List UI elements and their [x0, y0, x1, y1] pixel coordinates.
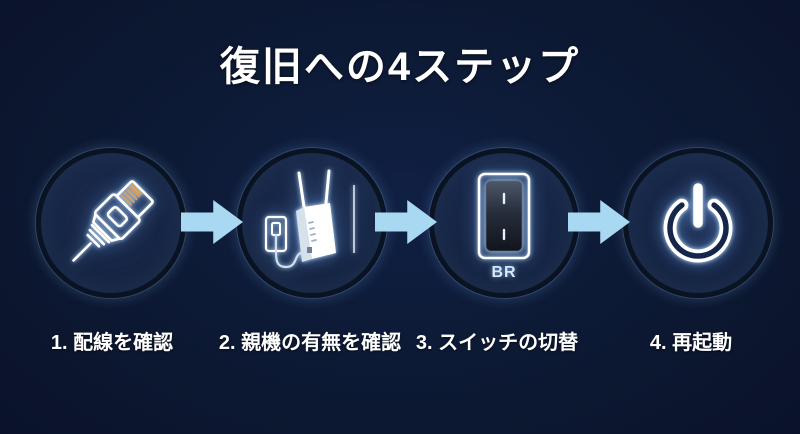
step-4-circle — [623, 148, 773, 298]
page-title: 復旧への4ステップ — [219, 45, 581, 89]
switch-mode-label: BR — [491, 264, 517, 281]
lan-cable-icon — [72, 180, 154, 262]
power-button-icon — [663, 183, 733, 263]
step-4-label: 4. 再起動 — [649, 332, 733, 354]
step-3-label: 3. スイッチの切替 — [415, 332, 579, 354]
arrow-right-icon — [181, 200, 243, 244]
arrow-right-icon — [568, 200, 630, 244]
step-3-circle: BR — [429, 148, 579, 298]
step-1-label: 1. 配線を確認 — [50, 332, 174, 354]
step-2-circle — [237, 148, 387, 298]
rocker-switch-icon — [477, 172, 531, 260]
step-1-circle — [36, 148, 186, 298]
step-2-label: 2. 親機の有無を確認 — [218, 332, 402, 354]
router-outlet-icon — [264, 169, 355, 269]
